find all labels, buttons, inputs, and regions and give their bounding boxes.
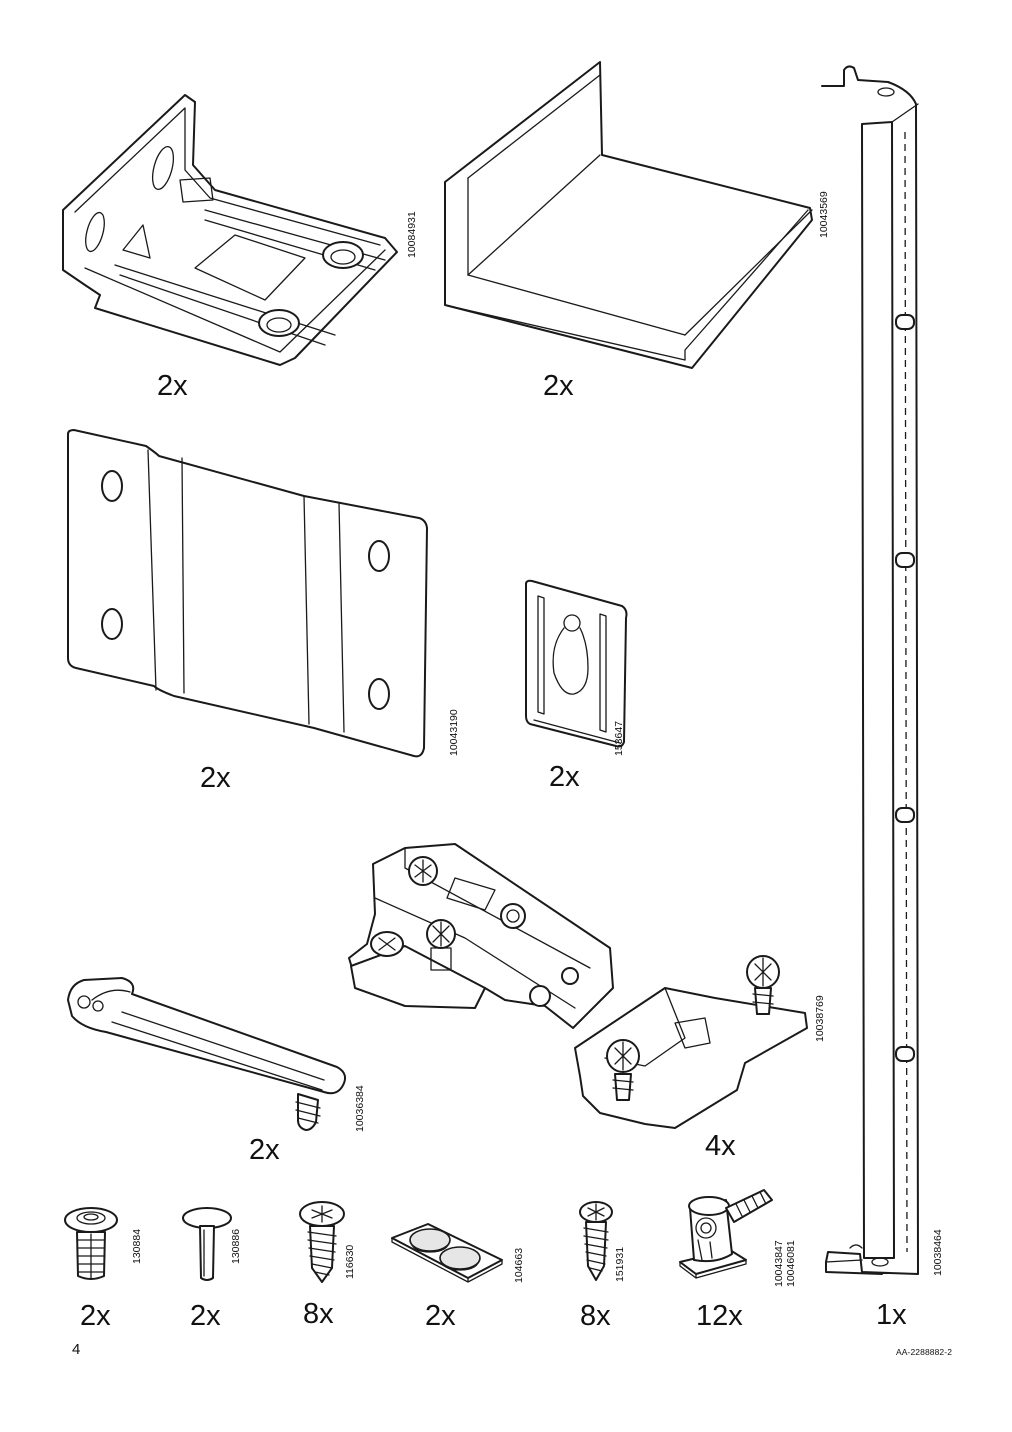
part-code: 10043190 — [448, 709, 460, 756]
part-quantity: 4x — [705, 1130, 736, 1162]
rail-icon — [820, 62, 930, 1282]
part-code: 130886 — [230, 1228, 242, 1264]
cabinet-hinge-icon — [345, 838, 815, 1133]
part-code: 153647 — [613, 720, 625, 756]
part-quantity: 2x — [549, 761, 580, 793]
part-code: 130884 — [131, 1228, 143, 1264]
part-quantity: 2x — [80, 1300, 111, 1332]
part-quantity: 2x — [157, 370, 188, 402]
part-quantity: 2x — [200, 762, 231, 794]
part-quantity: 2x — [249, 1134, 280, 1166]
expansion-dowel-icon — [62, 1204, 122, 1286]
part-code: 10038769 — [814, 995, 826, 1042]
keyhole-plate-icon — [522, 578, 634, 750]
document-id: AA-2288882-2 — [896, 1347, 953, 1357]
page-number: 4 — [72, 1341, 81, 1358]
pin-icon — [180, 1204, 236, 1284]
part-quantity: 2x — [190, 1300, 221, 1332]
part-quantity: 8x — [580, 1300, 611, 1332]
part-quantity: 1x — [876, 1299, 907, 1331]
part-quantity: 8x — [303, 1298, 334, 1330]
part-code: 151931 — [614, 1246, 626, 1282]
part-quantity: 2x — [425, 1300, 456, 1332]
bumper-pads-icon — [388, 1218, 508, 1286]
part-code: 104663 — [513, 1247, 525, 1283]
plastic-clip-icon — [62, 972, 352, 1137]
small-screw-icon — [576, 1200, 618, 1284]
angle-bracket-icon — [55, 90, 405, 370]
cam-lock-icon — [676, 1188, 776, 1280]
part-quantity: 2x — [543, 370, 574, 402]
part-code: 10084931 — [406, 211, 418, 258]
part-code: 10038464 — [932, 1229, 944, 1276]
l-shelf-support-icon — [440, 60, 820, 370]
part-code: 116630 — [344, 1244, 356, 1279]
part-quantity: 12x — [696, 1300, 743, 1332]
screw-icon — [296, 1200, 350, 1284]
part-code: 10043847 10046081 — [773, 1240, 797, 1287]
mounting-plate-icon — [64, 428, 434, 763]
